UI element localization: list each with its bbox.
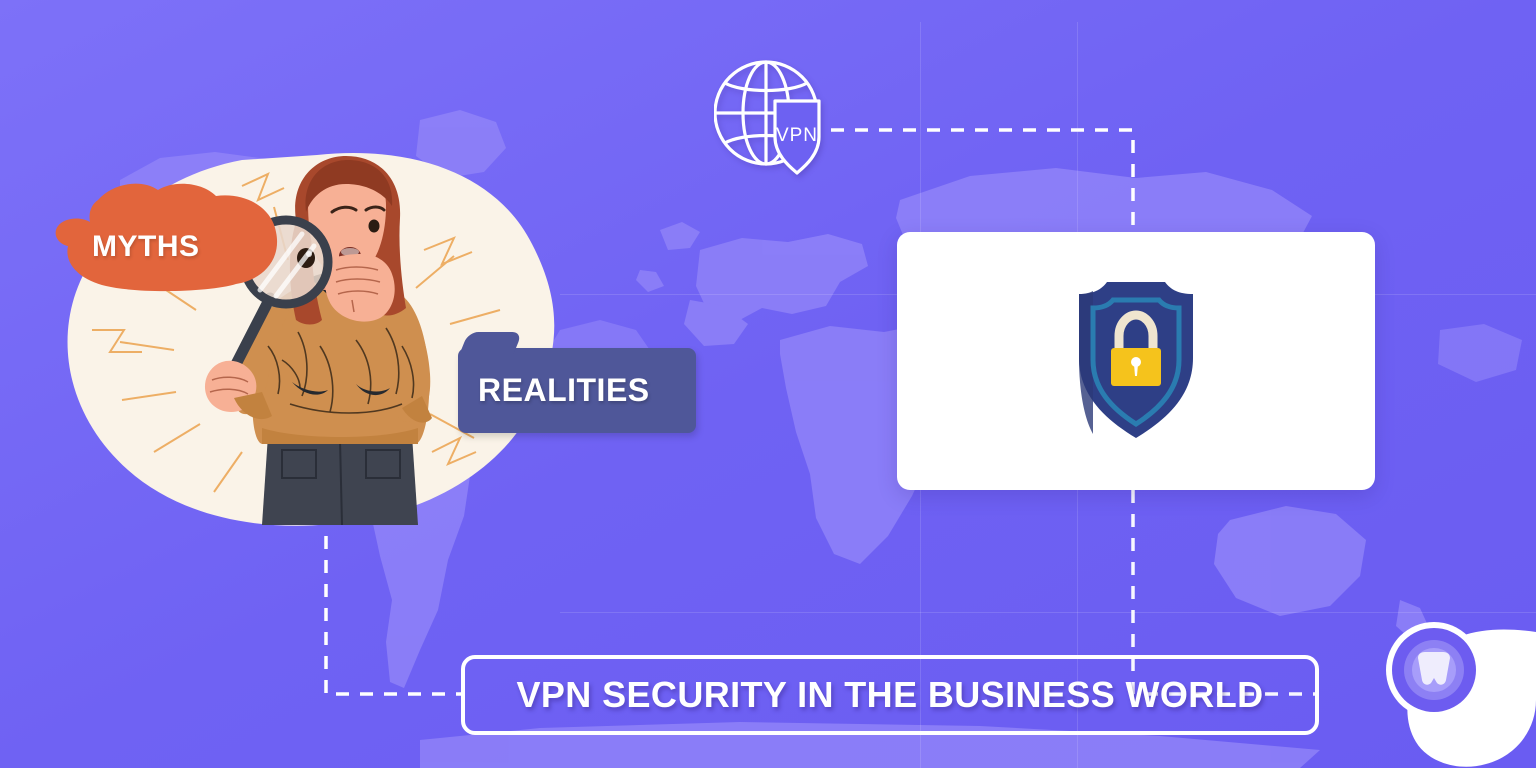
title-banner: [461, 655, 1319, 735]
shield-lock-icon: [1079, 282, 1193, 438]
woman-with-magnifier-illustration: [204, 156, 432, 525]
grid-line-horizontal-2: [560, 612, 1536, 613]
globe-vpn-icon: VPN: [714, 60, 821, 175]
myths-speech-bubble: [55, 183, 278, 292]
myths-label: MYTHS: [92, 230, 200, 263]
realities-label: REALITIES: [478, 372, 650, 408]
realities-speech-bubble: [458, 348, 696, 433]
vpn-badge-text: VPN: [776, 125, 818, 146]
page-title: VPN SECURITY IN THE BUSINESS WORLD: [516, 674, 1264, 715]
chat-bubble-icon: [1418, 652, 1450, 685]
chat-widget-button[interactable]: [1376, 604, 1536, 768]
